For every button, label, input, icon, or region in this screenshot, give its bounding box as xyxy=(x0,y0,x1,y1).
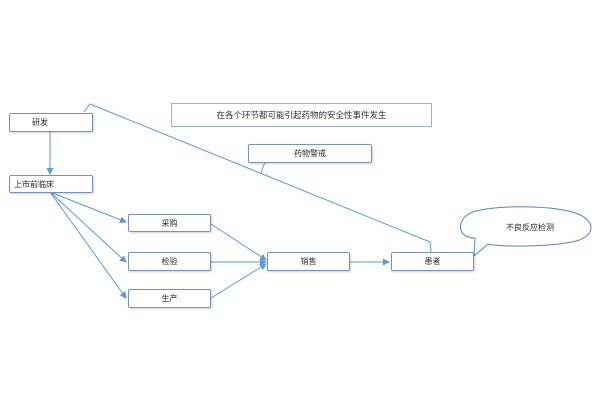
annotation-note: 在各个环节都可能引起药物的安全性事件发生 xyxy=(171,103,432,127)
callout-pointer xyxy=(260,161,266,175)
node-production: 生产 xyxy=(128,289,211,308)
node-inspection: 检验 xyxy=(128,252,211,271)
node-sales: 销售 xyxy=(267,252,350,271)
node-patient: 患者 xyxy=(391,252,474,271)
edge-preclinical-inspection xyxy=(49,191,127,263)
edge-production-sales xyxy=(210,263,267,299)
node-pharmacovigilance: 药物警戒 xyxy=(248,144,372,163)
speech-bubble-label: 不良反应检测 xyxy=(506,222,554,232)
node-preclinical: 上市前临床 xyxy=(9,175,93,193)
edge-preclinical-production xyxy=(49,191,127,299)
edge-preclinical-purchase xyxy=(49,191,127,224)
node-purchase: 采购 xyxy=(128,214,211,232)
node-research: 研发 xyxy=(9,113,93,132)
speech-bubble-shape xyxy=(460,206,592,258)
edge-research-patient-feedback xyxy=(83,103,432,253)
edge-purchase-sales xyxy=(210,223,267,261)
